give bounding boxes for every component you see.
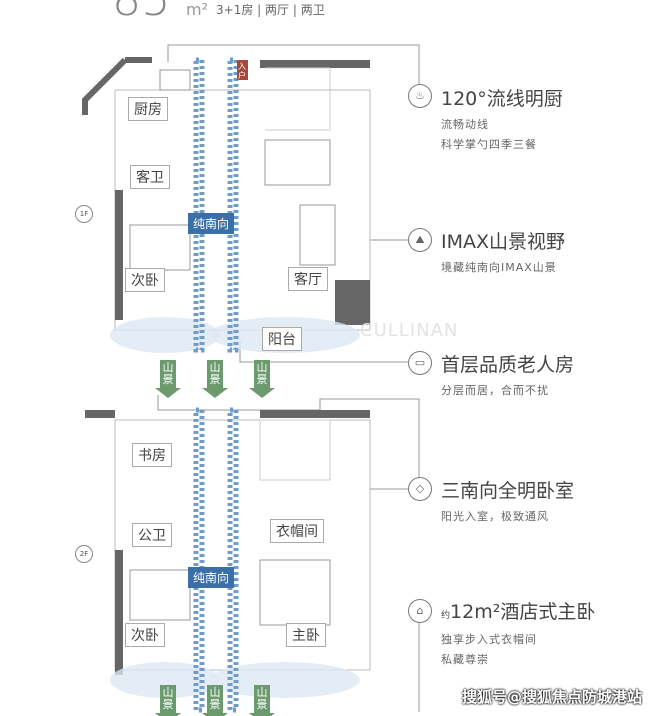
view-label: 山景 (254, 360, 270, 388)
view-label: 山景 (254, 685, 270, 713)
view-label: 山景 (207, 685, 223, 713)
view-label: 山景 (207, 360, 223, 388)
feature-title-text: 12m²酒店式主卧 (450, 601, 596, 623)
room-living: 客厅 (288, 267, 328, 291)
room-kitchen: 厨房 (128, 97, 168, 121)
feature-title: IMAX山景视野 (441, 231, 566, 253)
mountain-view-arrow: 山景 (155, 360, 181, 398)
feature-desc: 流畅动线 (441, 118, 489, 131)
mountain-icon: ⛰ (408, 228, 432, 252)
source-watermark: 搜狐号@搜狐焦点防城港站 (462, 688, 643, 706)
baths-count: 两卫 (300, 3, 325, 17)
room-public-bath: 公卫 (132, 523, 172, 547)
room-bedroom-1f: 次卧 (125, 268, 165, 292)
floor1-label: 1F (75, 205, 93, 223)
room-bedroom-2f: 次卧 (125, 623, 165, 647)
sofa-icon: ▭ (408, 351, 432, 375)
layout-summary: 3+1房 | 两厅 | 两卫 (216, 3, 325, 17)
chef-hat-icon: ♨ (408, 84, 432, 108)
mountain-view-arrow: 山景 (202, 360, 228, 398)
view-label: 山景 (160, 685, 176, 713)
diamond-icon: ◇ (408, 477, 432, 501)
approx-prefix: 约 (441, 611, 451, 621)
floor2-plan (85, 407, 371, 713)
room-guest-bath: 客卫 (130, 165, 170, 189)
room-master-bedroom: 主卧 (286, 623, 326, 647)
halls-count: 两厅 (265, 3, 290, 17)
bed-icon: ⌂ (408, 599, 432, 623)
room-walk-in-closet: 衣帽间 (270, 519, 324, 543)
rooms-count: 3+1房 (216, 3, 254, 17)
south-facing-badge-2f: 纯南向 (188, 567, 235, 588)
area-unit: m² (186, 0, 208, 19)
entry-marker: 入户 (238, 62, 246, 80)
feature-title: 首层品质老人房 (441, 354, 575, 376)
feature-desc: 境藏纯南向IMAX山景 (441, 261, 557, 274)
floor1-plan (82, 57, 371, 353)
feature-desc: 独享步入式衣帽间 (441, 633, 537, 646)
feature-desc: 私藏尊崇 (441, 653, 489, 666)
view-label: 山景 (160, 360, 176, 388)
feature-desc: 科学掌勺四季三餐 (441, 138, 537, 151)
mountain-view-arrow: 山景 (202, 685, 228, 716)
watermark-cullinan: CULLINAN (360, 320, 459, 341)
area-number: 85 (112, 0, 171, 26)
mountain-view-arrow: 山景 (249, 360, 275, 398)
floor2-label: 2F (75, 545, 93, 563)
feature-title: 三南向全明卧室 (441, 480, 575, 502)
feature-title: 约12m²酒店式主卧 (441, 597, 595, 624)
room-balcony: 阳台 (262, 327, 302, 351)
feature-title: 120°流线明厨 (441, 88, 563, 110)
mountain-view-arrow: 山景 (155, 685, 181, 716)
room-study: 书房 (132, 443, 172, 467)
mountain-view-arrow: 山景 (249, 685, 275, 716)
feature-desc: 阳光入室，极致通风 (441, 510, 549, 523)
feature-desc: 分层而居，合而不扰 (441, 384, 549, 397)
south-facing-badge-1f: 纯南向 (188, 213, 235, 234)
